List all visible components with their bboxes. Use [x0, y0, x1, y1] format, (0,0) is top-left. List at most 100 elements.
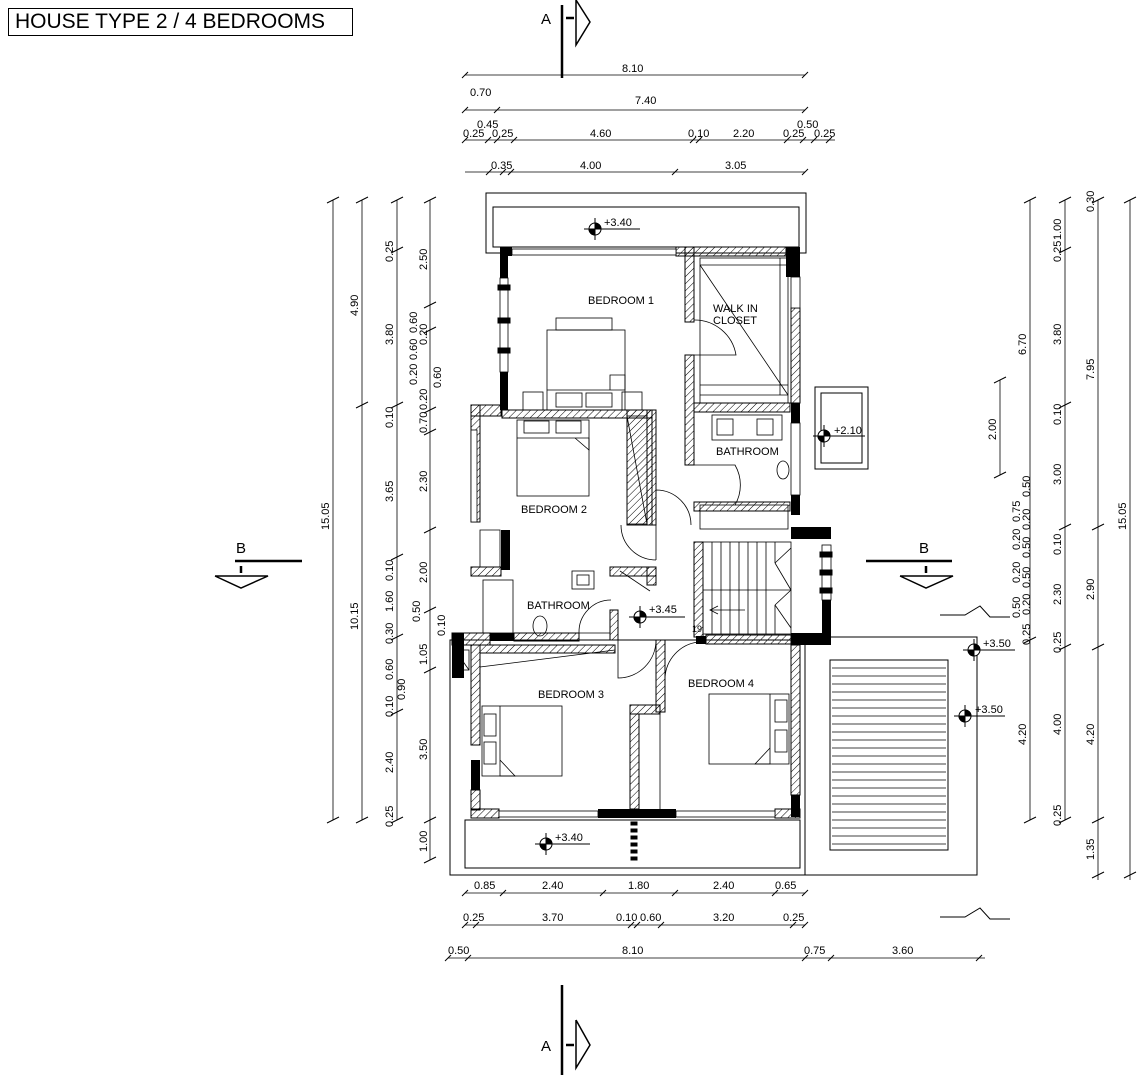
dim-left-3j: 2.40 — [384, 752, 396, 773]
level-terrace-mid: +3.50 — [975, 704, 1003, 716]
section-label-a-bottom: A — [541, 1038, 551, 1055]
dim-bot-r2-e: 3.20 — [713, 912, 734, 924]
dim-left-3h: 0.60 — [384, 659, 396, 680]
dim-right-2f: 0.10 — [1052, 534, 1064, 555]
room-label-walkin-2: CLOSET — [713, 315, 757, 327]
dim-right-1s-c: 0.75 — [1011, 501, 1023, 522]
dim-left-outer: 15.05 — [320, 502, 332, 530]
section-label-b-left: B — [236, 540, 246, 557]
dim-right-1s-b: 0.20 — [1021, 509, 1033, 530]
dim-left-4b: 0.60 — [408, 312, 420, 333]
dimension-values-left: 15.05 4.90 10.15 0.25 3.80 0.10 3.65 0.1… — [320, 241, 448, 852]
dim-left-4f: 0.70 — [418, 412, 430, 433]
dim-left-4e: 0.20 — [418, 389, 430, 410]
dim-left-3c: 0.10 — [384, 407, 396, 428]
dim-right-2k: 1.35 — [1085, 839, 1097, 860]
dim-right-1b: 4.20 — [1017, 724, 1029, 745]
dim-right-1a: 6.70 — [1017, 334, 1029, 355]
dim-right-2i: 4.00 — [1052, 714, 1064, 735]
level-symbol-top-balcony — [584, 218, 640, 240]
dim-top-r3-b: 0.50 — [797, 119, 818, 131]
level-symbol-terrace-mid — [954, 705, 1005, 727]
walls-solid — [452, 247, 831, 818]
dimension-lines-bottom — [444, 889, 985, 962]
level-bottom-balcony: +3.40 — [555, 832, 583, 844]
dim-bot-r2-c: 0.10 — [616, 912, 637, 924]
dim-left-3d: 3.65 — [384, 481, 396, 502]
room-label-bathroom-lower: BATHROOM — [527, 600, 590, 612]
dim-left-3a: 0.25 — [384, 241, 396, 262]
dim-right-1s-i: 0.20 — [1021, 594, 1033, 615]
room-labels: BEDROOM 1 WALK IN CLOSET BATHROOM BEDROO… — [521, 295, 779, 701]
dim-left-4g: 2.30 — [418, 471, 430, 492]
room-label-bedroom-1: BEDROOM 1 — [588, 295, 654, 307]
level-symbol-side-balcony — [813, 425, 865, 447]
dim-right-1s-f: 0.20 — [1011, 562, 1023, 583]
dim-bot-r1-c: 1.80 — [628, 880, 649, 892]
room-label-walkin-1: WALK IN — [713, 303, 758, 315]
room-label-bedroom-2: BEDROOM 2 — [521, 504, 587, 516]
staircase — [702, 541, 792, 635]
section-marker-b-right — [866, 559, 954, 589]
level-side-balcony: +2.10 — [834, 425, 862, 437]
dimension-lines-top — [461, 71, 835, 176]
room-label-bedroom-4: BEDROOM 4 — [688, 678, 754, 690]
dim-bot-r2-d: 0.60 — [640, 912, 661, 924]
dim-right-1s-j: 0.25 — [1021, 624, 1033, 645]
dim-left-4j: 1.05 — [418, 644, 430, 665]
dim-left-4c: 0.20 — [418, 324, 430, 345]
dim-left-3f: 1.60 — [384, 591, 396, 612]
dim-left-3b: 3.80 — [384, 324, 396, 345]
dim-right-outer: 15.05 — [1117, 502, 1129, 530]
dim-top-r4-g: 0.25 — [814, 128, 835, 140]
dim-top-r5-b: 4.00 — [580, 160, 601, 172]
dimension-values-right: 2.00 6.70 4.20 0.50 0.20 0.75 0.20 0.50 … — [987, 191, 1129, 860]
dim-left-3e: 0.10 — [384, 560, 396, 581]
dim-top-r2-b: 7.40 — [635, 95, 656, 107]
dim-right-2a: 0.25 — [1052, 241, 1064, 262]
section-label-a-top: A — [541, 11, 551, 28]
section-marker-b-left — [214, 559, 302, 589]
dim-right-2e: 3.00 — [1052, 464, 1064, 485]
dim-right-3b: 7.95 — [1085, 359, 1097, 380]
windows — [470, 248, 832, 818]
dimension-values-bottom: 0.85 2.40 1.80 2.40 0.65 0.25 3.70 0.10 … — [448, 880, 913, 957]
dim-top-r4-f: 0.25 — [783, 128, 804, 140]
dim-top-r5-c: 3.05 — [725, 160, 746, 172]
dim-left-4h: 2.00 — [418, 562, 430, 583]
section-label-b-right: B — [919, 540, 929, 557]
furniture — [454, 257, 790, 809]
dim-bot-r3-d: 3.60 — [892, 945, 913, 957]
dimension-lines-right — [993, 196, 1137, 880]
dim-top-r4-e: 2.20 — [733, 128, 754, 140]
dimension-lines-left — [326, 196, 437, 864]
dim-bot-r2-b: 3.70 — [542, 912, 563, 924]
section-marker-a-top — [560, 0, 591, 78]
dim-left-4k: 3.50 — [418, 739, 430, 760]
level-hall: +3.45 — [649, 604, 677, 616]
stair-step-count: 19 — [692, 624, 702, 634]
dim-left-2a: 4.90 — [349, 295, 361, 316]
dim-top-r2-a: 0.70 — [470, 87, 491, 99]
dim-left-3s-d: 0.10 — [436, 615, 448, 636]
dim-right-1s-a: 0.50 — [1021, 476, 1033, 497]
dimension-values-top: 8.10 0.70 7.40 0.45 0.50 0.25 0.25 4.60 … — [463, 63, 835, 172]
level-symbol-bottom-balcony — [535, 833, 590, 855]
dim-top-r3-a: 0.45 — [477, 119, 498, 131]
dim-left-3s-c: 0.90 — [396, 679, 408, 700]
level-values: +3.40 +2.10 +3.45 +3.50 +3.50 +3.40 — [555, 217, 1011, 844]
dim-bot-r1-d: 2.40 — [713, 880, 734, 892]
dim-right-2g: 2.30 — [1052, 584, 1064, 605]
room-label-bathroom-upper: BATHROOM — [716, 446, 779, 458]
level-terrace-top: +3.50 — [983, 638, 1011, 650]
dim-right-2d: 0.10 — [1052, 404, 1064, 425]
dim-left-4i: 0.50 — [411, 601, 423, 622]
dim-left-4l: 1.00 — [418, 831, 430, 852]
level-top-balcony: +3.40 — [604, 217, 632, 229]
level-symbol-hall — [629, 606, 685, 628]
dim-top-r4-b: 0.25 — [492, 128, 513, 140]
dim-bot-r3-c: 0.75 — [804, 945, 825, 957]
dim-top-total: 8.10 — [622, 63, 643, 75]
dim-bot-r1-b: 2.40 — [542, 880, 563, 892]
